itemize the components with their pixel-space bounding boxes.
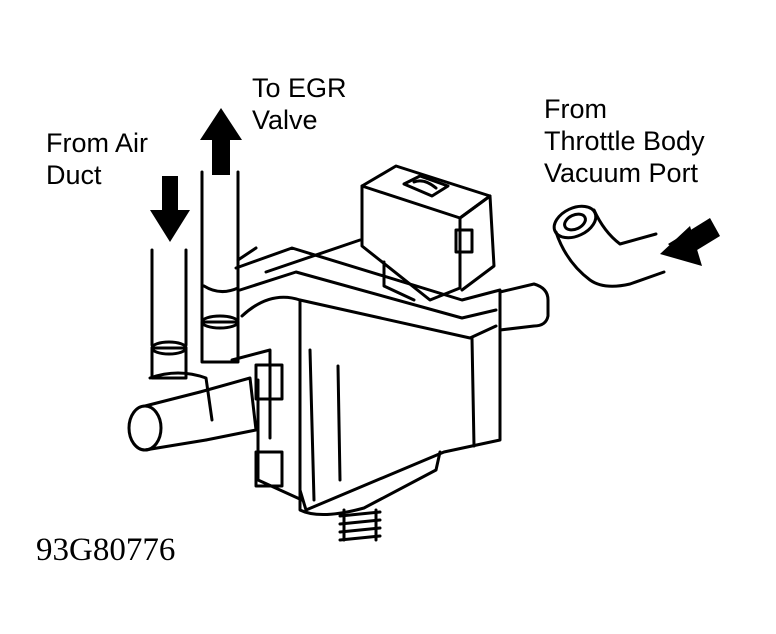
label-to-egr-valve-line2: Valve [252,105,318,135]
label-from-throttle-body-line2: Throttle Body [544,126,705,156]
inlet-fitting [127,348,272,452]
label-to-egr-valve: To EGR Valve [252,72,347,136]
figure-code: 93G80776 [36,532,176,568]
label-from-throttle-body: From Throttle Body Vacuum Port [544,93,705,189]
bottom-bracket [298,450,442,542]
mounting-clips [254,363,284,488]
label-from-air-duct: From Air Duct [46,127,148,191]
label-to-egr-valve-line1: To EGR [252,73,347,103]
solenoid-body [234,238,502,512]
label-from-throttle-body-line1: From [544,94,607,124]
outlet-nipple [498,282,550,332]
arrow-down-icon [150,176,190,242]
label-from-throttle-body-line3: Vacuum Port [544,158,699,188]
arrow-left-icon [660,218,720,266]
vacuum-tubes [150,170,240,380]
vacuum-hose-elbow [552,204,666,288]
label-from-air-duct-line1: From Air [46,128,149,158]
arrow-up-icon [200,108,242,175]
label-from-air-duct-line2: Duct [46,160,102,190]
electrical-connector [360,164,496,302]
